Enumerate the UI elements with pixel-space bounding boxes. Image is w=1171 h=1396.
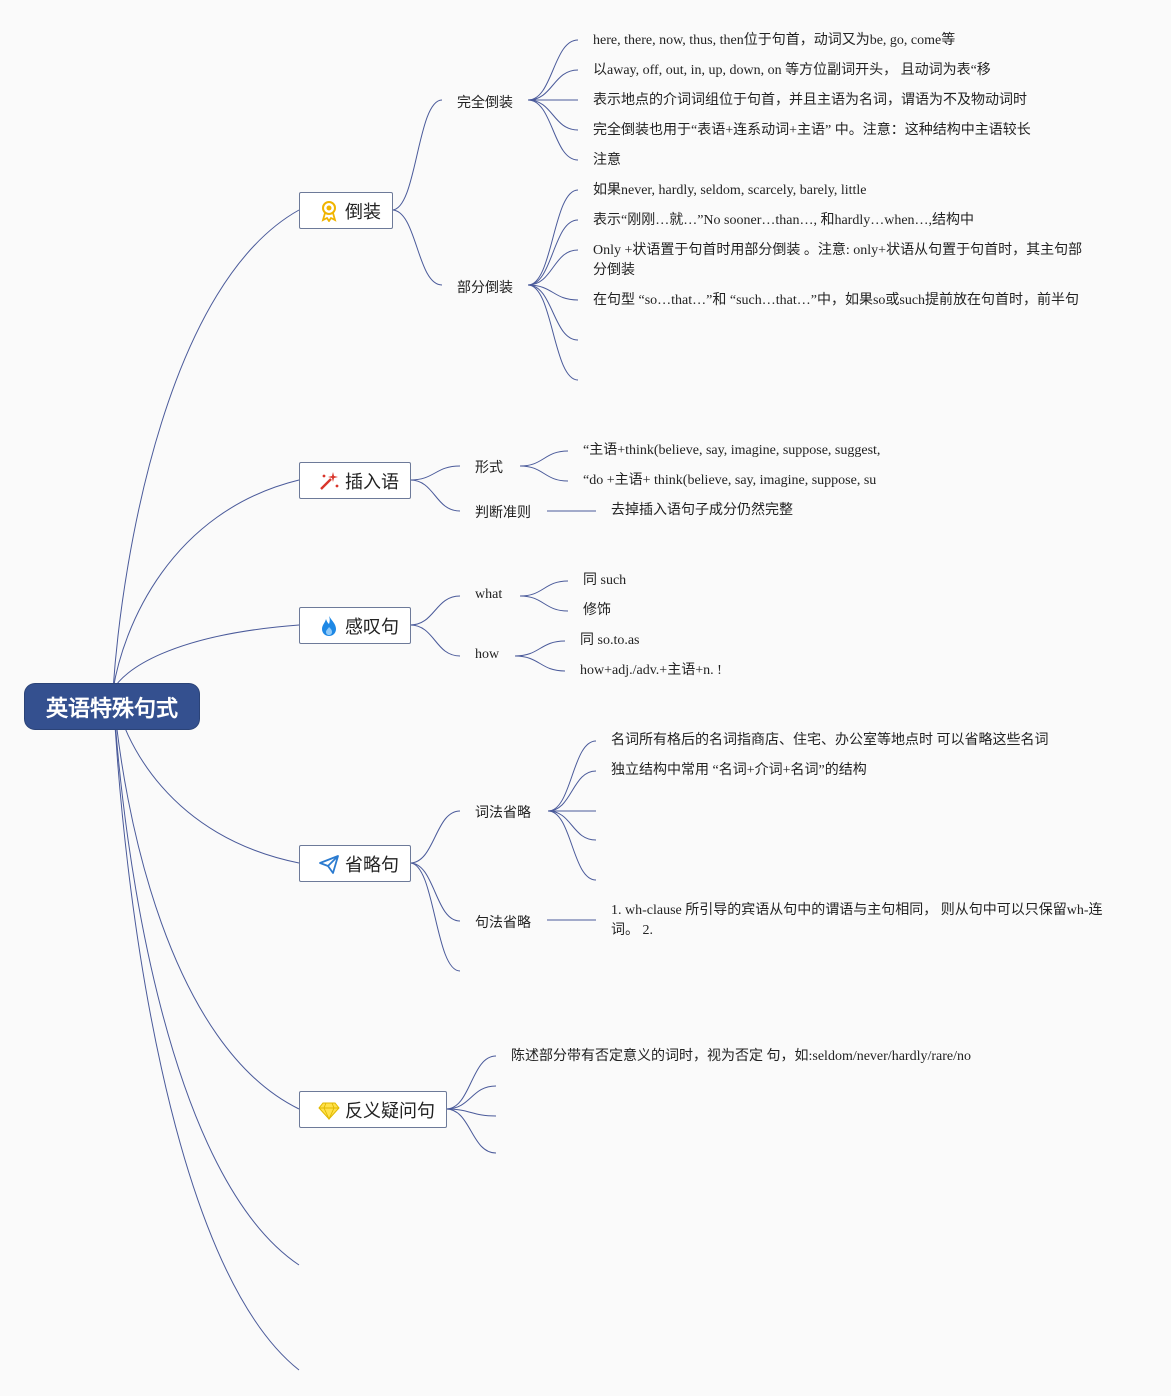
leaf-item[interactable]: 如果never, hardly, seldom, scarcely, barel…	[593, 183, 867, 198]
connector-line	[527, 39, 579, 101]
paper-plane-icon	[318, 853, 340, 875]
connector-line	[519, 450, 569, 467]
connector-line	[527, 189, 579, 286]
leaf-item[interactable]: “do +主语+ think(believe, say, imagine, su…	[583, 473, 877, 488]
leaf-item[interactable]: 完全倒装也用于“表语+连系动词+主语” 中。注意：这种结构中主语较长	[593, 123, 1031, 138]
leaf-item[interactable]: 1. wh-clause 所引导的宾语从句中的谓语与主句相同， 则从句中可以只保…	[611, 903, 1103, 938]
connector-line	[527, 284, 579, 341]
connector-line	[445, 1055, 497, 1110]
connector-line	[409, 862, 461, 972]
leaf-item[interactable]: 同 so.to.as	[580, 633, 640, 648]
sub-topic-what[interactable]: what	[475, 587, 503, 602]
connector-line	[519, 595, 569, 612]
leaf-item[interactable]: 在句型 “so…that…”和 “such…that…”中，如果so或such提…	[593, 293, 1080, 308]
connector-line	[527, 249, 579, 286]
leaf-item[interactable]: 表示“刚刚…就…”No sooner…than…, 和hardly…when…,…	[593, 213, 975, 228]
connector-line	[527, 219, 579, 286]
connector-line	[409, 465, 461, 481]
leaf-item[interactable]: “主语+think(believe, say, imagine, suppose…	[583, 443, 881, 458]
medal-icon	[318, 200, 340, 222]
connector-line	[514, 640, 566, 657]
branch-label: 感叹句	[345, 616, 399, 638]
sub-topic-form[interactable]: 形式	[475, 460, 503, 476]
connector-line	[547, 810, 597, 881]
connector-line	[527, 69, 579, 101]
connector-line	[519, 580, 569, 597]
leaf-item[interactable]: how+adj./adv.+主语+n. !	[580, 663, 722, 678]
sub-topic-how[interactable]: how	[475, 647, 500, 662]
connector-line	[514, 655, 566, 672]
branch-label: 倒装	[345, 201, 381, 223]
leaf-item[interactable]: here, there, now, thus, then位于句首，动词又为be,…	[593, 33, 956, 48]
sub-topic-lexical-ellipsis[interactable]: 词法省略	[475, 805, 531, 821]
branch-label: 插入语	[345, 471, 399, 493]
leaf-item[interactable]: 去掉插入语句子成分仍然完整	[611, 503, 793, 518]
leaf-item[interactable]: 以away, off, out, in, up, down, on 等方位副词开…	[593, 63, 991, 78]
leaf-item[interactable]: 名词所有格后的名词指商店、住宅、办公室等地点时 可以省略这些名词	[611, 733, 1049, 748]
connector-line	[445, 1108, 497, 1117]
branch-ellipsis[interactable]: 省略句	[299, 845, 411, 882]
connector-line	[112, 689, 300, 1266]
leaf-item[interactable]: 同 such	[583, 573, 627, 588]
root-label: 英语特殊句式	[45, 696, 178, 722]
connector-line	[445, 1085, 497, 1110]
connector-line	[112, 689, 300, 1110]
branch-exclamatory[interactable]: 感叹句	[299, 607, 411, 644]
connector-line	[112, 624, 300, 691]
branch-inversion[interactable]: 倒装	[299, 192, 393, 229]
magic-wand-icon	[318, 470, 340, 492]
sub-topic-complete-inversion[interactable]: 完全倒装	[457, 95, 513, 111]
leaf-item[interactable]: 独立结构中常用 “名词+介词+名词”的结构	[611, 763, 867, 778]
connector-line	[547, 740, 597, 812]
connector-line	[527, 99, 579, 161]
leaf-item[interactable]: 修饰	[583, 603, 611, 618]
connector-line	[112, 689, 300, 1371]
connector-line	[409, 595, 461, 626]
connector-line	[409, 862, 461, 922]
connector-line	[547, 810, 597, 841]
connector-line	[391, 99, 443, 211]
connector-line	[112, 479, 300, 691]
connector-line	[112, 209, 300, 691]
connector-line	[409, 624, 461, 657]
leaf-item[interactable]: Only +状语置于句首时用部分倒装 。注意: only+状语从句置于句首时，其…	[593, 243, 1083, 278]
connector-line	[391, 209, 443, 286]
connector-line	[527, 284, 579, 381]
diamond-icon	[318, 1099, 340, 1121]
connector-line	[527, 99, 579, 131]
sub-topic-syntactic-ellipsis[interactable]: 句法省略	[475, 915, 531, 931]
branch-tag-question[interactable]: 反义疑问句	[299, 1091, 447, 1128]
connector-line	[445, 1108, 497, 1154]
root-node[interactable]: 英语特殊句式	[25, 684, 199, 729]
sub-topic-partial-inversion[interactable]: 部分倒装	[457, 280, 513, 296]
branch-label: 省略句	[345, 854, 399, 876]
connector-line	[409, 810, 461, 864]
connector-line	[527, 284, 579, 301]
connector-line	[519, 465, 569, 482]
branch-parenthesis[interactable]: 插入语	[299, 462, 411, 499]
leaf-item[interactable]: 表示地点的介词词组位于句首，并且主语为名词，谓语为不及物动词时	[593, 93, 1027, 108]
connector-line	[547, 770, 597, 812]
branch-label: 反义疑问句	[345, 1100, 435, 1122]
connector-line	[409, 479, 461, 512]
sub-topic-criteria[interactable]: 判断准则	[475, 505, 531, 521]
flame-icon	[318, 615, 340, 637]
leaf-item[interactable]: 陈述部分带有否定意义的词时，视为否定 句，如:seldom/never/hard…	[511, 1049, 971, 1064]
leaf-item[interactable]: 注意	[593, 153, 621, 168]
